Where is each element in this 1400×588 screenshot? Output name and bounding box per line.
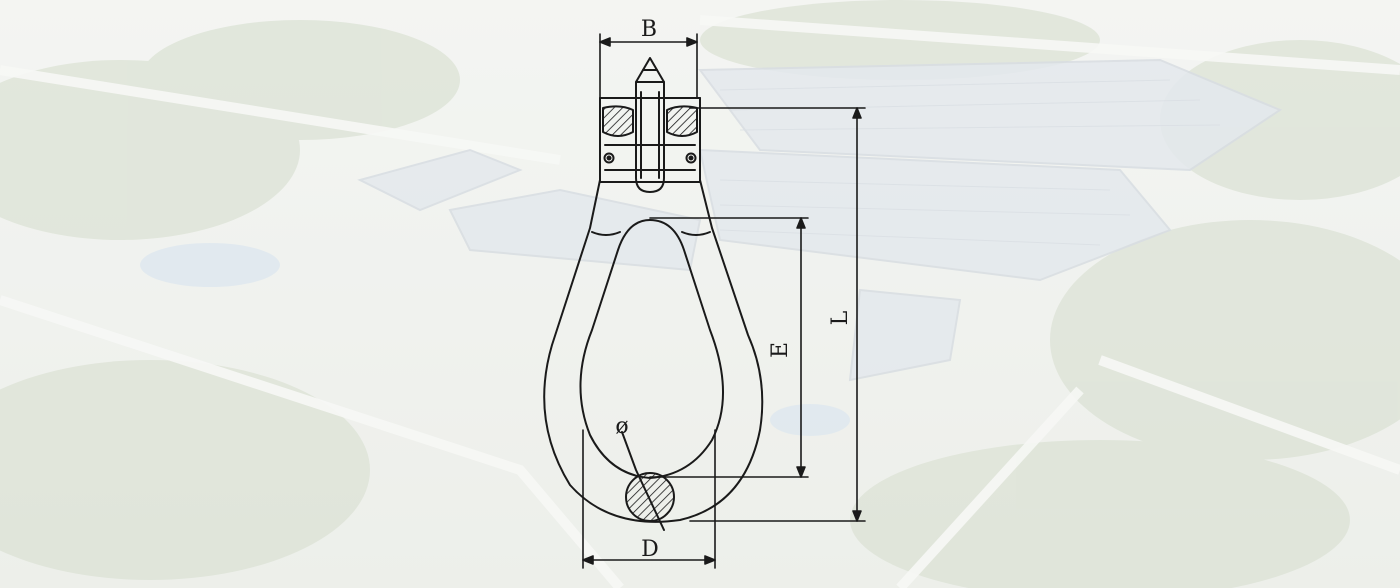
cross-section xyxy=(625,472,675,522)
dimension-d xyxy=(582,429,716,569)
label-b: B xyxy=(641,17,657,42)
shackle-diagram xyxy=(543,33,866,569)
label-e: E xyxy=(768,342,793,358)
break-line-left xyxy=(591,231,621,236)
dimension-l xyxy=(689,107,866,522)
dimension-e xyxy=(649,217,809,478)
dimension-b xyxy=(599,33,698,99)
label-diameter: ø xyxy=(615,414,628,439)
shackle-outer-outline xyxy=(543,179,764,523)
shackle-head xyxy=(599,57,701,193)
label-l: L xyxy=(828,310,853,325)
diameter-leader xyxy=(621,431,665,531)
break-line-right xyxy=(681,231,711,236)
label-d: D xyxy=(641,537,659,562)
